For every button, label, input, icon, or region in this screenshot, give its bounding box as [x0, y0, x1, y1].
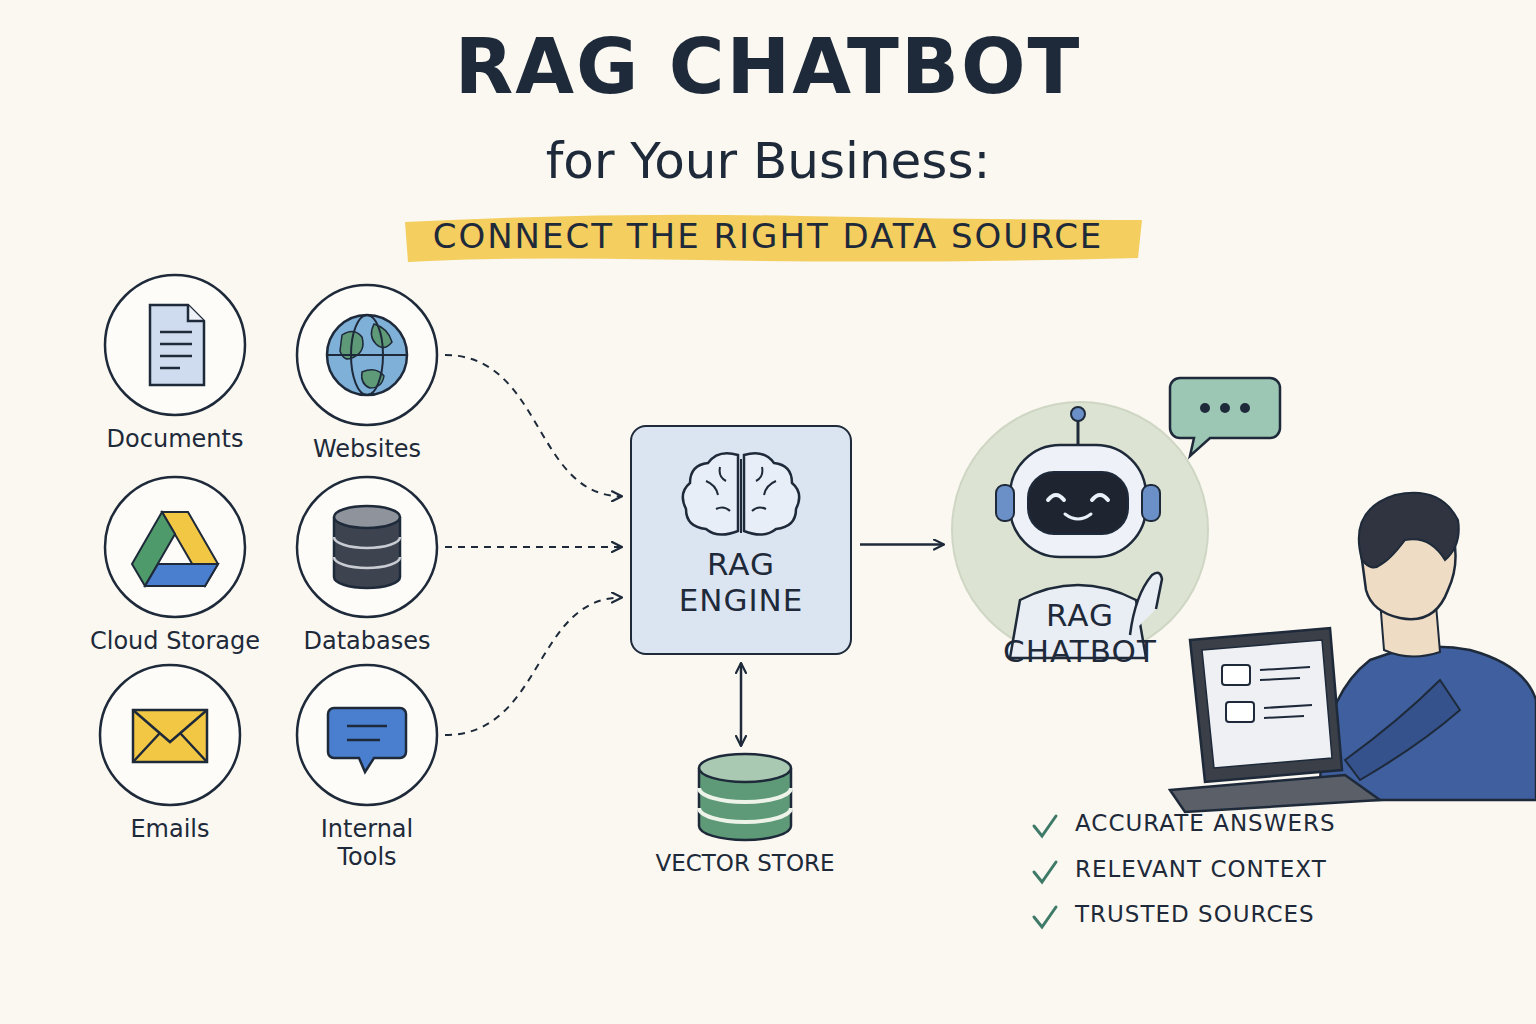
- doc-icon: [100, 270, 250, 420]
- vec-icon: [695, 752, 795, 844]
- source-node: Cloud Storage: [75, 472, 275, 656]
- source-node: VECTOR STORE: [635, 752, 855, 876]
- drive-icon: [100, 472, 250, 622]
- title: RAG CHATBOT: [0, 22, 1536, 111]
- node-label: RAG CHATBOT: [980, 598, 1180, 669]
- benefit-item: RELEVANT CONTEXT: [1075, 856, 1327, 882]
- node-label: Internal Tools: [307, 816, 427, 871]
- dashed-arrow: [445, 355, 622, 496]
- check-marks: [1034, 816, 1056, 927]
- source-node: Documents: [75, 270, 275, 454]
- node-label: RAG ENGINE: [661, 547, 821, 618]
- node-label: Databases: [303, 628, 430, 656]
- source-node: Internal Tools: [267, 660, 467, 871]
- source-node: RAG CHATBOT: [950, 400, 1210, 669]
- source-node: Websites: [267, 280, 467, 464]
- brain-icon: [676, 445, 806, 541]
- tagline: CONNECT THE RIGHT DATA SOURCE: [0, 216, 1536, 256]
- dashed-arrow: [445, 598, 622, 736]
- engine-box: RAG ENGINE: [630, 425, 852, 655]
- db-icon: [292, 472, 442, 622]
- source-node: Emails: [70, 660, 270, 844]
- subtitle: for Your Business:: [0, 132, 1536, 190]
- node-label: Cloud Storage: [90, 628, 260, 656]
- benefit-item: TRUSTED SOURCES: [1075, 901, 1315, 927]
- node-label: Emails: [130, 816, 209, 844]
- source-node: Databases: [267, 472, 467, 656]
- node-label: Documents: [107, 426, 244, 454]
- node-label: VECTOR STORE: [655, 850, 834, 876]
- dashed-arrow: [445, 546, 622, 548]
- speech-bubble: [1170, 378, 1280, 456]
- node-label: Websites: [313, 436, 421, 464]
- tool-icon: [292, 660, 442, 810]
- benefit-item: ACCURATE ANSWERS: [1075, 810, 1336, 836]
- arrow: [860, 543, 944, 546]
- mail-icon: [95, 660, 245, 810]
- arrow: [740, 663, 743, 746]
- web-icon: [292, 280, 442, 430]
- person-figure: [1170, 493, 1536, 812]
